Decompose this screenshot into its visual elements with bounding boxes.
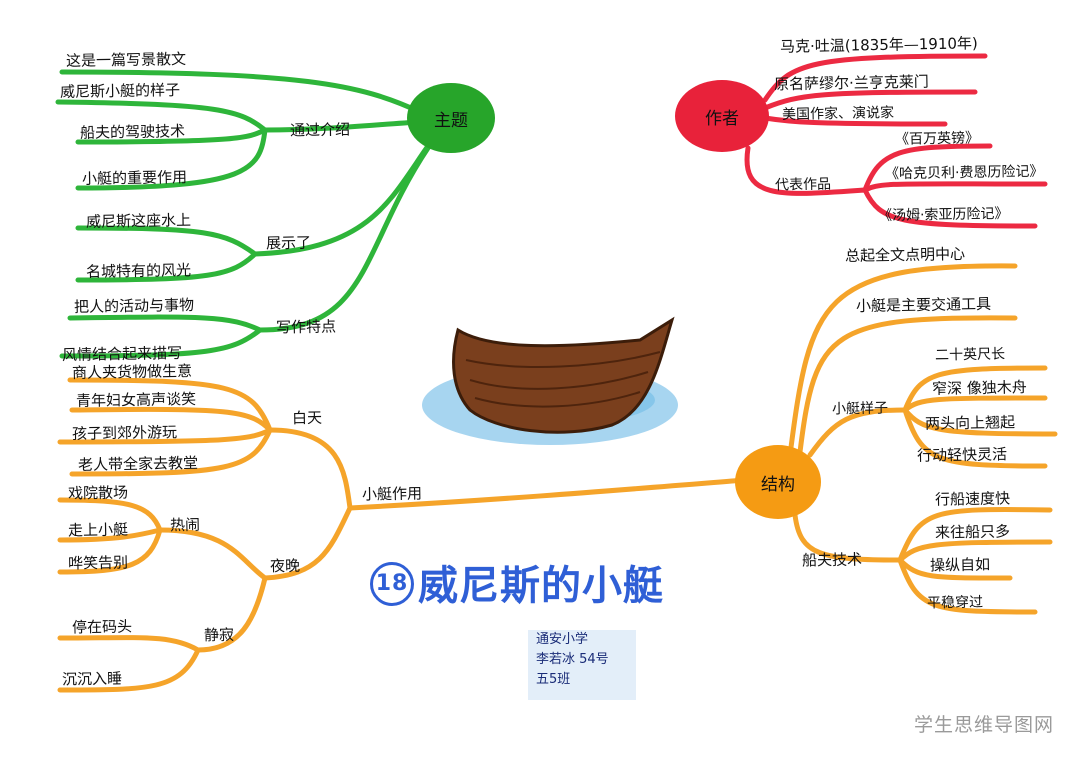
usage-lively-branch: 热闹 (169, 515, 201, 535)
theme-style-item: 风情结合起来描写 (61, 343, 183, 365)
structure-shape-item: 两头向上翘起 (924, 413, 1016, 433)
watermark: 学生思维导图网 (913, 714, 1054, 736)
usage-lively-item: 戏院散场 (67, 483, 129, 503)
structure-skill-branch: 船夫技术 (801, 550, 863, 570)
usage-day-item: 商人夹货物做生意 (71, 361, 193, 383)
usage-lively-item: 哗笑告别 (67, 553, 129, 573)
usage-quiet-item: 停在码头 (71, 617, 133, 637)
usage-quiet-branch: 静寂 (203, 625, 235, 645)
usage-day-item: 老人带全家去教堂 (77, 453, 199, 475)
author-work: 《汤姆·索亚历险记》 (877, 205, 1009, 225)
structure-shape-branch: 小艇样子 (831, 400, 889, 418)
theme-intro-branch: 通过介绍 (289, 120, 351, 140)
author-connectors (744, 53, 1048, 229)
author-works-branch: 代表作品 (774, 176, 832, 194)
lesson-number: 18 (370, 562, 414, 606)
credit-box: 通安小学 李若冰 54号 五5班 (528, 630, 636, 700)
structure-summary: 总起全文点明中心 (844, 244, 966, 266)
structure-connectors (57, 263, 1058, 693)
structure-shape-item: 二十英尺长 (934, 346, 1006, 364)
author-work: 《哈克贝利·费恩历险记》 (884, 163, 1044, 183)
theme-show-item: 名城特有的风光 (85, 261, 192, 281)
author-node: 作者 (675, 80, 769, 152)
structure-skill-item: 平稳穿过 (926, 594, 984, 612)
structure-shape-item: 窄深 像独木舟 (931, 378, 1027, 398)
author-node-label: 作者 (705, 108, 739, 129)
theme-style-item: 把人的活动与事物 (73, 295, 195, 317)
theme-node: 主题 (407, 83, 495, 153)
theme-intro-item: 小艇的重要作用 (81, 168, 188, 188)
author-work: 《百万英镑》 (894, 130, 980, 148)
usage-day-branch: 白天 (291, 408, 323, 428)
structure-skill-item: 行船速度快 (934, 489, 1011, 509)
usage-day-item: 青年妇女高声谈笑 (75, 389, 197, 411)
theme-genre: 这是一篇写景散文 (65, 49, 187, 71)
title-text: 威尼斯的小艇 (418, 563, 664, 609)
structure-shape-item: 行动轻快灵活 (916, 445, 1008, 465)
credit-student: 李若冰 54号 (536, 652, 609, 667)
usage-night-branch: 夜晚 (269, 556, 301, 576)
structure-skill-item: 操纵自如 (929, 555, 991, 575)
usage-branch: 小艇作用 (361, 484, 423, 504)
credit-class: 五5班 (536, 672, 571, 687)
author-fact: 马克·吐温(1835年—1910年) (779, 34, 978, 56)
credit-school: 通安小学 (536, 632, 589, 647)
usage-quiet-item: 沉沉入睡 (61, 669, 123, 689)
author-fact: 美国作家、演说家 (781, 105, 895, 123)
theme-show-item: 威尼斯这座水上 (85, 211, 192, 231)
theme-show-branch: 展示了 (265, 233, 312, 253)
theme-intro-item: 威尼斯小艇的样子 (59, 80, 181, 102)
boat-illustration (422, 316, 678, 445)
structure-summary: 小艇是主要交通工具 (855, 294, 992, 316)
theme-style-branch: 写作特点 (275, 317, 337, 337)
structure-node-label: 结构 (761, 474, 795, 495)
usage-day-item: 孩子到郊外游玩 (71, 423, 178, 443)
usage-lively-item: 走上小艇 (67, 520, 129, 540)
theme-intro-item: 船夫的驾驶技术 (79, 122, 186, 142)
theme-node-label: 主题 (434, 110, 468, 131)
theme-connectors (55, 69, 431, 359)
structure-skill-item: 来往船只多 (934, 522, 1011, 542)
structure-node: 结构 (735, 445, 821, 519)
author-fact: 原名萨缪尔·兰亨克莱门 (773, 72, 929, 94)
